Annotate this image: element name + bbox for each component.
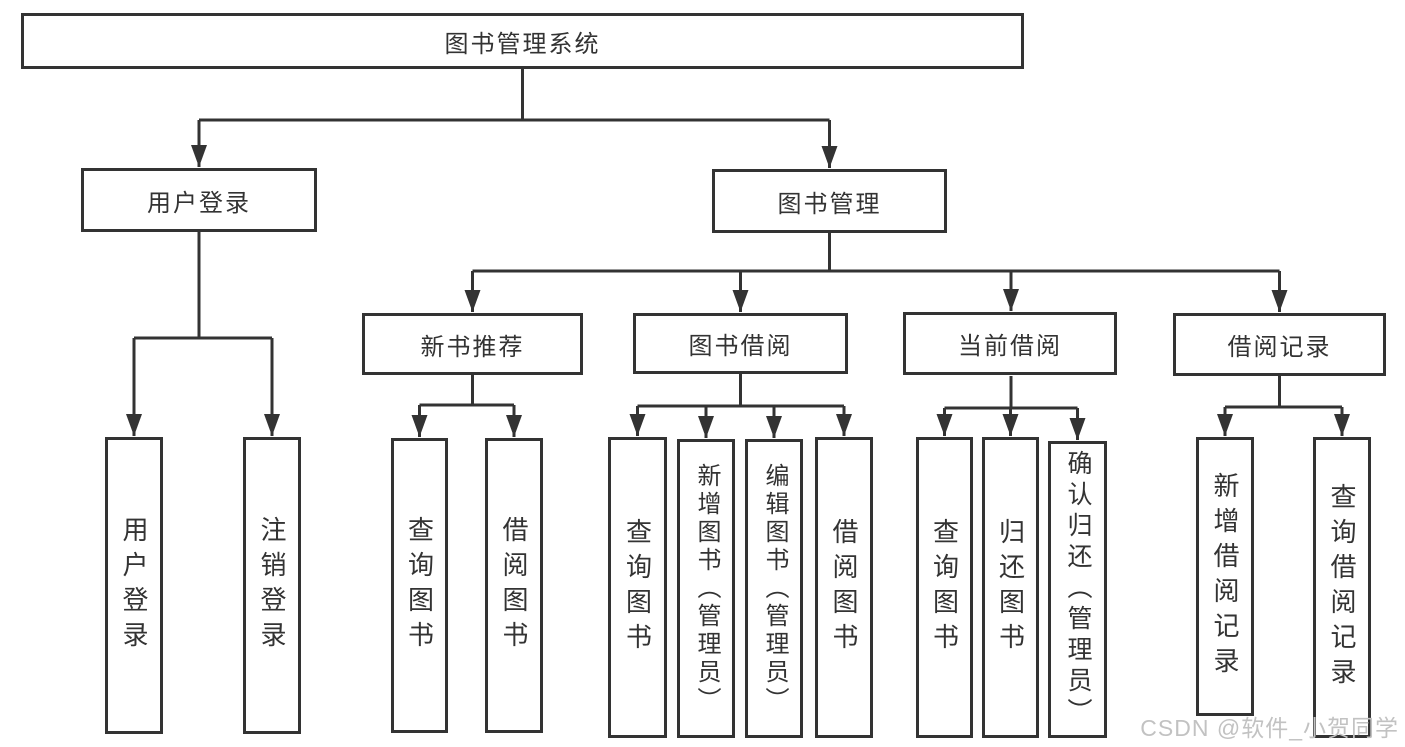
leaf-query-books-3-label: 查询图书 [929, 517, 960, 658]
node-book-borrow-label: 图书借阅 [688, 333, 793, 360]
leaf-return-book-label: 归还图书 [995, 517, 1026, 658]
tree-edge-arrows [126, 120, 1350, 440]
leaf-add-book-admin-label: 新增图书（管理员） [693, 462, 720, 715]
leaf-logout: 注销登录 [243, 437, 301, 734]
leaf-borrow-books-1: 借阅图书 [485, 438, 543, 733]
node-book-management-label: 图书管理 [777, 190, 882, 218]
leaf-return-book: 归还图书 [982, 437, 1039, 738]
leaf-confirm-return-admin-label: 确认归还（管理员） [1064, 450, 1092, 729]
csdn-watermark: CSDN @软件_小贺同学 [1140, 715, 1399, 741]
leaf-add-borrow-record-label: 新增借阅记录 [1210, 471, 1240, 682]
node-current-borrow-label: 当前借阅 [958, 333, 1062, 360]
leaf-query-books-2-label: 查询图书 [622, 517, 653, 658]
node-borrow-records-label: 借阅记录 [1227, 334, 1332, 361]
node-borrow-records: 借阅记录 [1173, 313, 1386, 376]
leaf-query-books-2: 查询图书 [608, 437, 667, 738]
leaf-user-login-label: 用户登录 [119, 515, 149, 656]
leaf-query-books-1: 查询图书 [391, 438, 448, 733]
leaf-edit-book-admin: 编辑图书（管理员） [745, 439, 803, 738]
leaf-edit-book-admin-label: 编辑图书（管理员） [761, 462, 788, 715]
leaf-query-books-1-label: 查询图书 [404, 515, 435, 656]
node-new-book-recommend-label: 新书推荐 [420, 333, 525, 361]
leaf-borrow-books-2: 借阅图书 [815, 437, 873, 738]
node-library-system-label: 图书管理系统 [444, 30, 601, 58]
leaf-add-book-admin: 新增图书（管理员） [677, 439, 735, 738]
node-user-login: 用户登录 [81, 168, 317, 232]
node-library-system: 图书管理系统 [21, 13, 1024, 69]
node-new-book-recommend: 新书推荐 [362, 313, 583, 375]
leaf-user-login: 用户登录 [105, 437, 163, 734]
node-user-login-label: 用户登录 [147, 189, 251, 217]
leaf-borrow-books-1-label: 借阅图书 [499, 515, 529, 656]
leaf-add-borrow-record: 新增借阅记录 [1196, 437, 1254, 716]
leaf-borrow-books-2-label: 借阅图书 [829, 517, 859, 658]
leaf-query-books-3: 查询图书 [916, 437, 973, 738]
leaf-logout-label: 注销登录 [257, 515, 287, 656]
node-book-management: 图书管理 [712, 169, 947, 233]
node-book-borrow: 图书借阅 [633, 313, 848, 374]
leaf-confirm-return-admin: 确认归还（管理员） [1048, 441, 1107, 738]
leaf-query-borrow-record: 查询借阅记录 [1313, 437, 1371, 738]
leaf-query-borrow-record-label: 查询借阅记录 [1327, 482, 1357, 693]
tree-edge-trunks [134, 68, 1342, 410]
node-current-borrow: 当前借阅 [903, 312, 1117, 375]
